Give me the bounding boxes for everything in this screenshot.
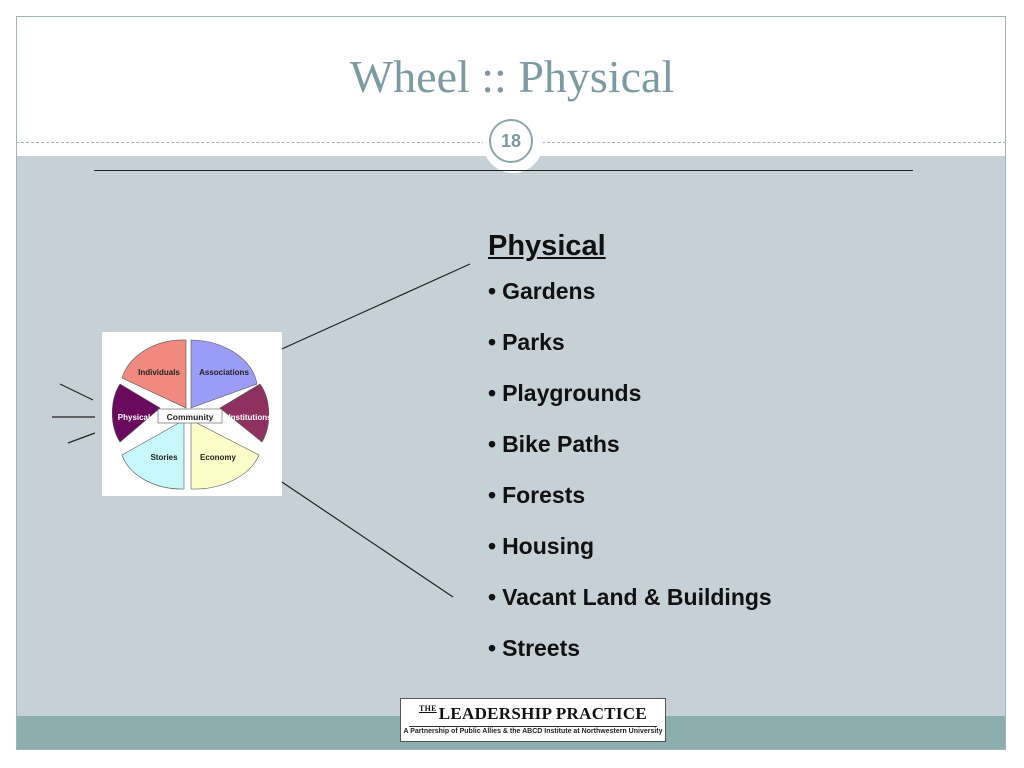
wheel-label-stories: Stories <box>150 453 178 462</box>
physical-panel: Physical •Gardens •Parks •Playgrounds •B… <box>488 230 908 685</box>
wheel-label-institutions: Institutions <box>228 413 272 422</box>
list-item-label: Gardens <box>502 278 596 304</box>
motion-mark-upper <box>59 383 94 401</box>
list-item: •Housing <box>488 532 908 583</box>
bullet-icon: • <box>488 533 497 559</box>
bullet-icon: • <box>488 431 497 457</box>
slide-title: Wheel :: Physical <box>349 51 675 102</box>
list-item: •Bike Paths <box>488 430 908 481</box>
list-item: •Playgrounds <box>488 379 908 430</box>
connector-line-bottom <box>263 469 454 598</box>
horizontal-rule <box>94 170 913 171</box>
logo-the: THE <box>418 704 437 713</box>
logo-name: LEADERSHIP PRACTICE <box>438 704 648 723</box>
list-item-label: Housing <box>502 533 595 559</box>
bullet-icon: • <box>488 482 497 508</box>
logo-tagline: A Partnership of Public Allies & the ABC… <box>403 728 663 735</box>
page-number: 18 <box>489 119 533 163</box>
wheel-label-associations: Associations <box>199 368 249 377</box>
bullet-icon: • <box>488 329 497 355</box>
list-item: •Forests <box>488 481 908 532</box>
wheel-segment-stories <box>121 419 185 490</box>
wheel-center-box <box>157 408 223 424</box>
list-item-label: Streets <box>502 635 581 661</box>
wheel-center-label: Community <box>167 412 214 422</box>
bullet-icon: • <box>488 584 497 610</box>
list-item: •Parks <box>488 328 908 379</box>
wheel-segment-associations <box>190 339 258 409</box>
bullet-icon: • <box>488 278 497 304</box>
wheel-label-economy: Economy <box>200 453 237 462</box>
motion-mark-lower <box>67 432 96 444</box>
list-item-label: Parks <box>502 329 565 355</box>
list-item-label: Vacant Land & Buildings <box>502 584 772 610</box>
list-item-label: Bike Paths <box>502 431 620 457</box>
connector-line-top <box>263 263 471 358</box>
wheel-label-physical: Physical <box>118 413 150 422</box>
community-wheel: Community Individuals Associations Insti… <box>102 332 282 496</box>
panel-heading: Physical <box>488 230 606 262</box>
wheel-segment-economy <box>190 419 260 490</box>
logo-rule <box>409 726 657 727</box>
bullet-icon: • <box>488 380 497 406</box>
wheel-label-individuals: Individuals <box>138 368 180 377</box>
list-item-label: Forests <box>502 482 586 508</box>
list-item: •Gardens <box>488 277 908 328</box>
list-item: •Vacant Land & Buildings <box>488 583 908 634</box>
wheel-segment-institutions <box>219 383 270 443</box>
bullet-icon: • <box>488 635 497 661</box>
wheel-segment-physical <box>111 383 161 443</box>
wheel-segment-individuals <box>121 339 187 409</box>
list-item-label: Playgrounds <box>502 380 642 406</box>
asset-list: •Gardens •Parks •Playgrounds •Bike Paths… <box>488 277 908 685</box>
list-item: •Streets <box>488 634 908 685</box>
